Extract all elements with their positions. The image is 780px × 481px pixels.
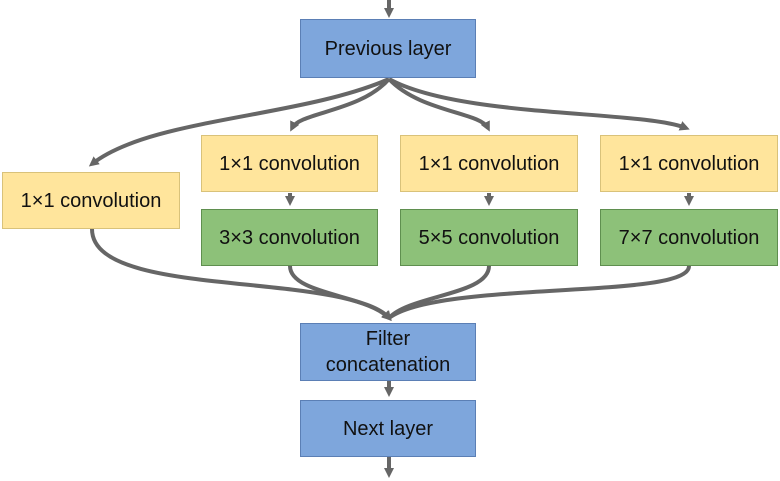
previous-layer-node: Previous layer	[300, 19, 476, 78]
edge-prev-to-branch4	[388, 77, 690, 131]
edge-prev-to-branch2	[290, 77, 391, 132]
branch1-conv1x1-node: 1×1 convolution	[2, 172, 180, 229]
branch3-conv5x5-label: 5×5 convolution	[418, 226, 560, 249]
branch2-conv3x3-label: 3×3 convolution	[219, 226, 360, 249]
next-layer-node: Next layer	[300, 400, 476, 457]
edge-prev-to-branch3	[387, 77, 490, 132]
branch3-conv1x1-node: 1×1 convolution	[400, 135, 578, 192]
branch2-conv1x1-label: 1×1 convolution	[219, 152, 360, 175]
branch4-conv1x1-label: 1×1 convolution	[618, 152, 760, 175]
filter-concat-label-line1: Filter	[365, 328, 411, 350]
edge-branch4-to-concat	[387, 265, 691, 320]
filter-concat-label-line2: concatenation	[325, 354, 451, 376]
branch4-conv7x7-node: 7×7 convolution	[600, 209, 778, 266]
branch3-conv1x1-label: 1×1 convolution	[418, 152, 560, 175]
branch2-conv1x1-node: 1×1 convolution	[201, 135, 378, 192]
branch3-conv5x5-node: 5×5 convolution	[400, 209, 578, 266]
branch2-conv3x3-node: 3×3 convolution	[201, 209, 378, 266]
branch4-conv7x7-label: 7×7 convolution	[618, 226, 760, 249]
branch4-conv1x1-node: 1×1 convolution	[600, 135, 778, 192]
branch1-conv1x1-label: 1×1 convolution	[20, 189, 162, 212]
filter-concatenation-node: Filter concatenation	[300, 323, 476, 381]
edge-branch2-to-concat	[288, 265, 392, 322]
previous-layer-label: Previous layer	[324, 37, 452, 60]
next-layer-label: Next layer	[342, 417, 434, 440]
edge-prev-to-branch1	[88, 77, 390, 167]
